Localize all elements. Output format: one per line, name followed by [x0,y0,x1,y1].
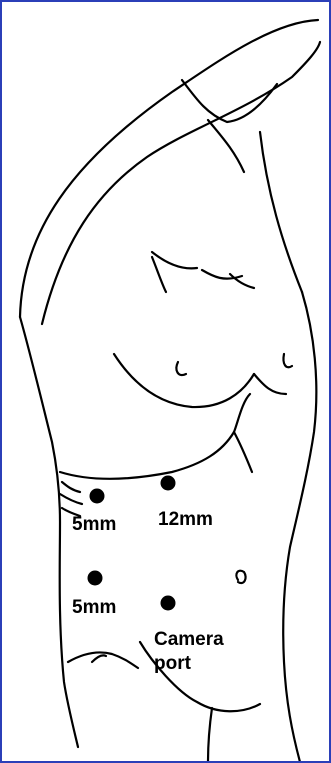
nipple-right [283,354,292,367]
port-camera-label-line1: Camera [154,628,224,652]
pectoral-right [254,374,286,394]
navel [236,571,245,583]
port-5mm-upper-marker [90,489,105,504]
arm-lower-edge [42,42,320,324]
neck-line [152,252,242,279]
port-5mm-upper-label: 5mm [72,513,116,537]
sternum-notch [234,432,252,472]
port-camera-label-line2: port [154,652,224,676]
port-5mm-lower-label: 5mm [72,596,116,620]
port-12mm-label: 12mm [158,508,213,532]
arm-upper-edge [20,20,318,317]
costal-margin [60,394,250,479]
shoulder-curve [260,132,302,292]
elbow-crease [208,120,244,172]
rib-lines [60,482,82,516]
torso-right-edge [283,292,316,762]
torso-left-edge [20,317,78,747]
clavicle-left [152,257,166,292]
port-5mm-lower-marker [88,571,103,586]
port-12mm-marker [161,476,176,491]
pectoral-left [114,354,254,407]
forearm-fold [182,80,277,122]
port-camera-label: Camera port [154,628,224,676]
thigh-line [208,708,212,762]
groin-crease [92,655,106,662]
port-camera-marker [161,596,176,611]
nipple-left [176,362,186,375]
